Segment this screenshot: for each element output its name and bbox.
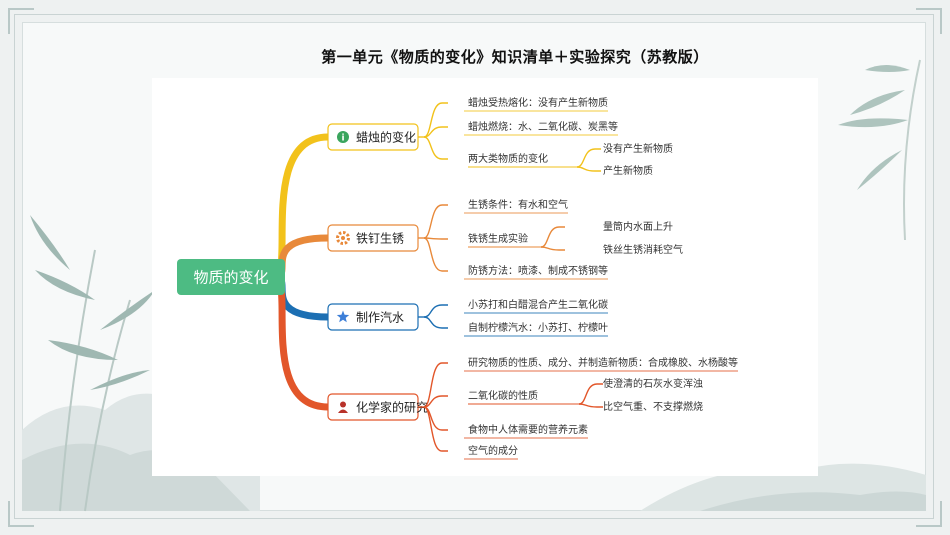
outer-frame	[14, 14, 934, 519]
leaf-connector	[540, 226, 565, 248]
leaf-node-label: 蜡烛燃烧：水、二氧化碳、炭黑等	[468, 120, 618, 133]
sub-leaf-label: 比空气重、不支撑燃烧	[603, 400, 703, 413]
leaf-connector	[423, 126, 448, 138]
leaf-node-label: 空气的成分	[468, 444, 518, 457]
leaf-node-label: 生锈条件：有水和空气	[468, 198, 568, 211]
leaf-connector	[423, 136, 448, 160]
leaf-connector	[423, 316, 448, 329]
leaf-connector	[540, 246, 565, 251]
leaf-connector	[576, 166, 601, 172]
info-icon-glyph: i	[341, 134, 344, 144]
leaf-node-label: 防锈方法：喷漆、制成不锈钢等	[468, 264, 608, 277]
person-icon-body	[338, 409, 348, 413]
sub-leaf-label: 量筒内水面上升	[603, 220, 673, 233]
leaf-node-label: 自制柠檬汽水：小苏打、柠檬叶	[468, 321, 608, 334]
sub-leaf-label: 使澄清的石灰水变浑浊	[603, 377, 703, 390]
gear-icon	[336, 231, 350, 245]
leaf-connector	[423, 102, 448, 138]
leaf-connector	[576, 148, 601, 168]
leaf-connector	[423, 304, 448, 318]
branch-node-label: 铁钉生锈	[356, 232, 404, 246]
sub-leaf-label: 产生新物质	[603, 164, 653, 177]
info-icon	[337, 131, 349, 143]
leaf-connector	[423, 362, 448, 408]
leaf-node-label: 铁锈生成实验	[468, 232, 528, 245]
corner-ornament	[916, 501, 942, 527]
corner-ornament	[8, 8, 34, 34]
star-icon	[336, 310, 350, 323]
leaf-node-label: 小苏打和白醋混合产生二氧化碳	[468, 298, 608, 311]
leaf-connector	[423, 237, 448, 272]
page-title: 第一单元《物质的变化》知识清单＋实验探究（苏教版）	[321, 48, 709, 66]
leaf-connector	[578, 403, 603, 408]
corner-ornament	[916, 8, 942, 34]
branch-node-label: 制作汽水	[356, 310, 404, 325]
leaf-node-label: 蜡烛受热熔化：没有产生新物质	[468, 96, 608, 109]
corner-ornament	[8, 501, 34, 527]
leaf-node-label: 二氧化碳的性质	[468, 389, 538, 402]
sub-leaf-label: 铁丝生锈消耗空气	[603, 243, 683, 256]
sub-leaf-label: 没有产生新物质	[603, 142, 673, 155]
leaf-connector	[423, 204, 448, 239]
leaf-node-label: 两大类物质的变化	[468, 152, 548, 165]
root-node-label: 物质的变化	[193, 269, 268, 287]
gear-icon-hub	[341, 236, 345, 240]
leaf-connector	[423, 395, 448, 408]
leaf-node-label: 食物中人体需要的营养元素	[468, 423, 588, 436]
leaf-connector	[423, 237, 448, 240]
leaf-connector	[578, 383, 603, 405]
branch-connector	[271, 273, 332, 411]
leaf-connector	[423, 406, 448, 452]
branch-node-label: 蜡烛的变化	[356, 130, 416, 145]
leaf-node-label: 研究物质的性质、成分、并制造新物质：合成橡胶、水杨酸等	[468, 356, 738, 369]
person-icon	[340, 401, 346, 408]
branch-node-label: 化学家的研究	[356, 400, 428, 415]
root-node	[177, 259, 285, 295]
